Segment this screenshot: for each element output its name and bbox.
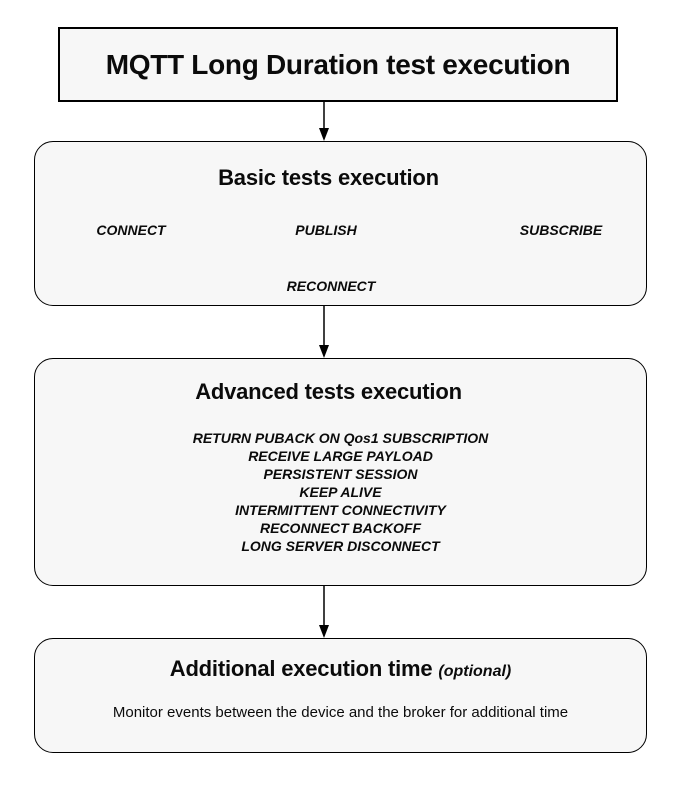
node-title: Basic tests execution xyxy=(218,165,439,190)
node-description: Monitor events between the device and th… xyxy=(112,704,569,721)
node-title-text: Additional execution time xyxy=(169,656,433,681)
node-additional-time: Additional execution time (optional) Mon… xyxy=(34,638,647,753)
advanced-test-item: RECONNECT BACKOFF xyxy=(260,520,421,536)
node-title: Additional execution time (optional) xyxy=(35,656,646,685)
node-title: Advanced tests execution xyxy=(195,379,462,404)
optional-tag: (optional) xyxy=(438,663,512,680)
basic-test-item: SUBSCRIBE xyxy=(519,222,603,238)
down-arrow-icon xyxy=(319,586,329,638)
basic-test-item: RECONNECT xyxy=(286,278,376,294)
advanced-test-item: RETURN PUBACK ON Qos1 SUBSCRIPTION xyxy=(192,430,489,446)
basic-test-item: PUBLISH xyxy=(295,222,357,238)
advanced-test-item: LONG SERVER DISCONNECT xyxy=(241,538,440,554)
down-arrow-icon xyxy=(319,102,329,141)
advanced-test-item: INTERMITTENT CONNECTIVITY xyxy=(235,502,446,518)
advanced-test-item: PERSISTENT SESSION xyxy=(263,466,418,482)
advanced-test-item: RECEIVE LARGE PAYLOAD xyxy=(248,448,433,464)
basic-test-item: CONNECT xyxy=(96,222,166,238)
advanced-test-item: KEEP ALIVE xyxy=(299,484,382,500)
advanced-test-list: RETURN PUBACK ON Qos1 SUBSCRIPTION RECEI… xyxy=(35,429,646,555)
node-basic-tests: Basic tests execution CONNECT PUBLISH SU… xyxy=(34,141,647,306)
node-title: MQTT Long Duration test execution xyxy=(105,48,571,80)
down-arrow-icon xyxy=(319,306,329,358)
node-advanced-tests: Advanced tests execution RETURN PUBACK O… xyxy=(34,358,647,586)
node-mqtt-long-duration: MQTT Long Duration test execution xyxy=(58,27,618,102)
